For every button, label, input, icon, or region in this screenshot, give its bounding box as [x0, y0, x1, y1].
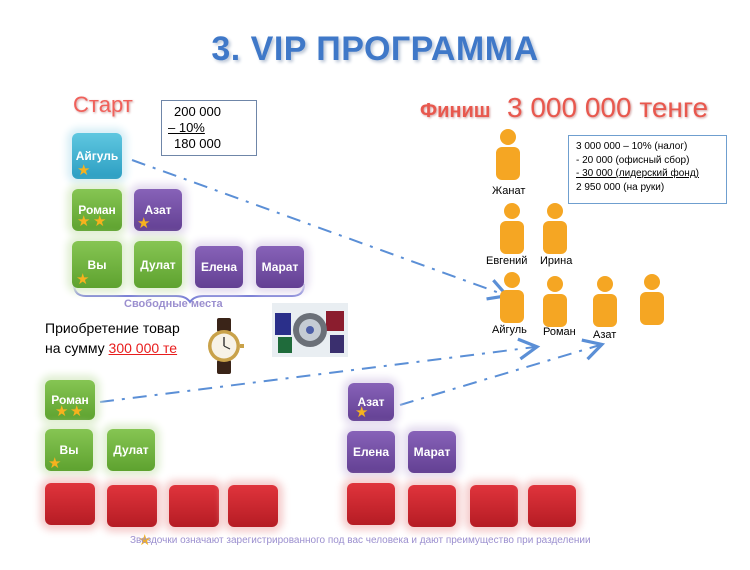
node-bl-row2-1: Дулат — [107, 429, 155, 471]
person-name: Ирина — [540, 255, 573, 267]
empty-slot — [528, 485, 576, 527]
node-top-l2-0: Роман — [72, 189, 122, 231]
arrow-bottom-right — [399, 338, 606, 406]
person-icon — [500, 203, 524, 254]
footer-note: Звездочки означают зарегистрированного п… — [130, 535, 591, 546]
calc-box: 200 000 – 10% 180 000 — [161, 100, 257, 156]
person-name: Жанат — [492, 185, 526, 197]
person-name: Евгений — [486, 255, 528, 267]
star-icon: ★ — [77, 213, 91, 230]
node-label: Азат — [144, 203, 172, 217]
node-label: Дулат — [140, 257, 176, 272]
node-label: Роман — [78, 203, 116, 217]
star-icon: ★ — [355, 404, 369, 421]
node-top-l3-0: Вы — [72, 241, 122, 288]
node-top-l3-1: Дулат — [134, 241, 182, 288]
purchase-line1: Приобретение товар — [45, 320, 180, 336]
node-label: Марат — [413, 445, 451, 459]
calc-line: 180 000 — [174, 136, 221, 151]
node-label: Марат — [261, 260, 299, 274]
purchase-text: Приобретение товар на сумму 300 000 те — [45, 318, 180, 358]
node-br-top: Азат — [348, 383, 394, 421]
person-icon — [593, 276, 617, 327]
start-label: Старт — [73, 92, 133, 117]
watch-icon — [208, 318, 244, 374]
star-icon: ★ — [93, 213, 107, 230]
product-set-icon — [272, 303, 348, 357]
node-top-l1-0: Айгуль — [72, 133, 122, 179]
purchase-line2: на сумму 300 000 те — [45, 338, 180, 358]
deduction-line: - 20 000 (офисный сбор) — [576, 154, 690, 166]
arrow-top — [131, 159, 510, 301]
star-icon: ★ — [77, 162, 91, 179]
node-top-l3-2: Елена — [195, 246, 243, 288]
empty-slot — [347, 483, 395, 525]
node-label: Елена — [200, 260, 238, 274]
node-top-l3-3: Марат — [256, 246, 304, 288]
node-top-l2-1: Азат — [134, 189, 182, 231]
person-icon — [496, 129, 520, 180]
person-icon — [500, 272, 524, 323]
node-label: Дулат — [113, 443, 149, 457]
star-icon: ★ — [138, 532, 152, 549]
empty-slot — [169, 485, 219, 527]
deduction-line: 3 000 000 – 10% (налог) — [576, 141, 688, 152]
star-icon: ★ — [76, 271, 90, 288]
person-icon — [640, 274, 664, 325]
deduction-line: 2 950 000 (на руки) — [576, 181, 665, 193]
empty-slot — [470, 485, 518, 527]
empty-slot — [228, 485, 278, 527]
finish-amount: 3 000 000 тенге — [507, 92, 709, 123]
arrow-bottom-left — [99, 337, 541, 403]
node-label: Елена — [352, 445, 390, 459]
deduction-line: - 30 000 (лидерский фонд) — [576, 168, 699, 179]
node-label: Вы — [87, 257, 107, 272]
star-icon: ★ — [55, 403, 69, 420]
node-br-row2-1: Марат — [408, 431, 456, 473]
page-title: 3. VIP ПРОГРАММА — [211, 30, 539, 68]
calc-line: – 10% — [168, 120, 205, 135]
node-label: Роман — [51, 393, 89, 407]
person-name: Айгуль — [492, 324, 527, 336]
purchase-prefix: на сумму — [45, 340, 109, 356]
node-label: Вы — [59, 443, 79, 457]
node-br-row2-0: Елена — [347, 431, 395, 473]
calc-line: 200 000 — [174, 104, 221, 119]
node-label: Азат — [357, 395, 385, 409]
person-name: Роман — [543, 326, 576, 338]
empty-slot — [45, 483, 95, 525]
finish-label: Финиш — [420, 100, 491, 122]
person-name: Азат — [593, 329, 617, 341]
person-icon — [543, 276, 567, 327]
free-places-brace — [73, 283, 305, 304]
person-icon — [543, 203, 567, 254]
empty-slot — [408, 485, 456, 527]
node-bl-top: Роман — [45, 380, 95, 420]
deductions-box: 3 000 000 – 10% (налог) - 20 000 (офисны… — [568, 135, 727, 204]
purchase-amount: 300 000 те — [108, 340, 178, 356]
empty-slot — [107, 485, 157, 527]
node-label: Айгуль — [75, 149, 119, 163]
star-icon: ★ — [137, 215, 151, 232]
free-places-label: Свободные места — [124, 298, 223, 310]
node-bl-row2-0: Вы — [45, 429, 93, 471]
star-icon: ★ — [48, 455, 62, 472]
star-icon: ★ — [70, 403, 84, 420]
